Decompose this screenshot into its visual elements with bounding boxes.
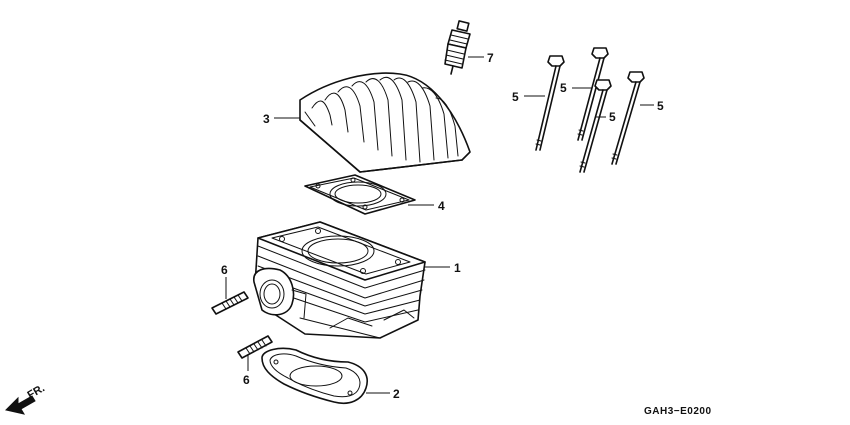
stud-bolt-lower[interactable] [237, 335, 273, 359]
front-direction-arrow-icon [5, 395, 36, 415]
base-gasket[interactable] [261, 347, 368, 404]
callout-5a: 5 [512, 90, 519, 104]
callout-5d: 5 [657, 99, 664, 113]
callout-6a: 6 [221, 263, 228, 277]
head-bolt-1[interactable] [535, 55, 565, 151]
stud-bolt-upper[interactable] [211, 291, 249, 315]
callout-7: 7 [487, 51, 494, 65]
diagram-code: GAH3−E0200 [644, 406, 712, 417]
head-bolt-3[interactable] [579, 79, 612, 173]
callout-5c: 5 [609, 110, 616, 124]
callout-6b: 6 [243, 373, 250, 387]
callout-4: 4 [438, 199, 445, 213]
head-gasket[interactable] [304, 174, 416, 215]
head-bolt-2[interactable] [577, 47, 609, 141]
direction-label: FR. [26, 382, 47, 401]
head-bolt-4[interactable] [611, 71, 645, 165]
callout-3: 3 [263, 112, 270, 126]
callout-2: 2 [393, 387, 400, 401]
cylinder[interactable] [253, 221, 426, 339]
callout-5b: 5 [560, 81, 567, 95]
cylinder-head[interactable] [299, 72, 471, 173]
spark-plug[interactable] [444, 20, 471, 75]
callout-1: 1 [454, 261, 461, 275]
